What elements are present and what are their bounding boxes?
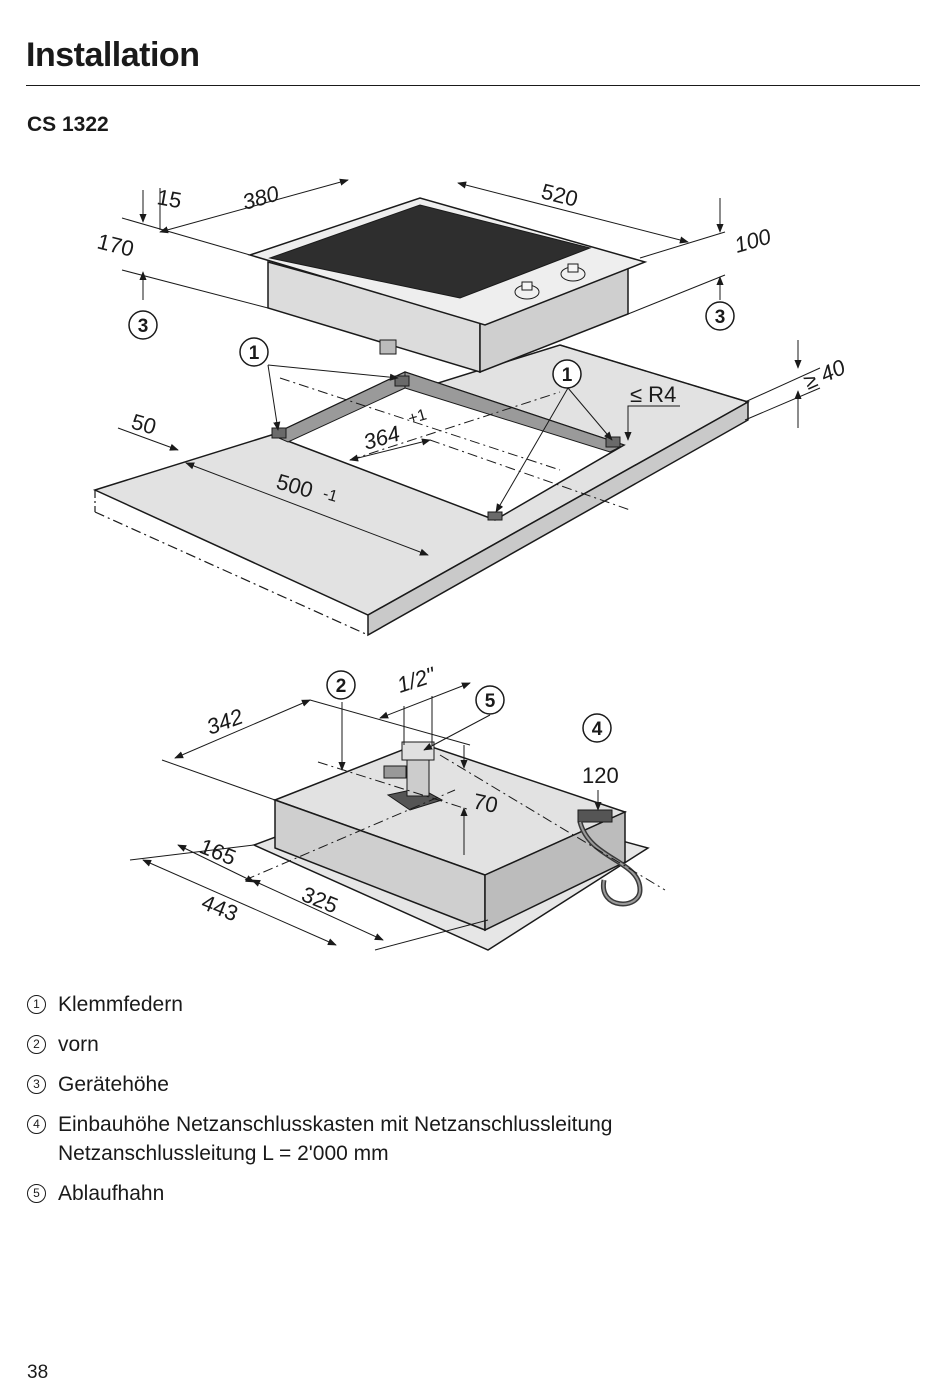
svg-text:5: 5: [485, 691, 496, 712]
dim-170: 170: [95, 229, 137, 262]
dim-443: 443: [198, 889, 241, 926]
svg-text:1: 1: [249, 343, 260, 364]
legend-text: Klemmfedern: [58, 993, 183, 1016]
legend-text: Ablaufhahn: [58, 1182, 165, 1205]
legend-number: 1: [27, 995, 46, 1014]
dim-120: 120: [582, 763, 619, 788]
dim-342: 342: [203, 704, 246, 740]
legend-text: Gerätehöhe: [58, 1073, 169, 1096]
control-knob-icon: [514, 281, 540, 300]
dim-380: 380: [239, 180, 282, 214]
junction-box-icon: [577, 809, 613, 823]
control-knob-icon: [560, 263, 586, 282]
dim-520: 520: [539, 179, 581, 212]
model-heading: CS 1322: [27, 113, 109, 136]
legend-text: Netzanschlussleitung L = 2'000 mm: [58, 1142, 389, 1165]
bottom-dimension-lines: [129, 682, 666, 951]
legend-text: Einbauhöhe Netzanschlusskasten mit Netza…: [58, 1113, 613, 1136]
callout-2: 2: [326, 670, 356, 700]
callout-3-right: 3: [705, 301, 735, 331]
dim-165: 165: [196, 833, 239, 870]
svg-text:3: 3: [715, 307, 726, 328]
callout-4: 4: [582, 713, 612, 743]
legend-number: 3: [27, 1075, 46, 1094]
svg-text:4: 4: [592, 719, 603, 740]
callout-5: 5: [475, 685, 505, 715]
legend-number: 2: [27, 1035, 46, 1054]
hob-appliance: [247, 197, 648, 374]
cutout-centerlines: [279, 377, 631, 511]
dim-500-tolerance: -1: [321, 486, 339, 506]
legend-number: 5: [27, 1184, 46, 1203]
dim-15: 15: [155, 184, 183, 213]
page-title: Installation: [26, 36, 200, 74]
dim-325: 325: [298, 881, 341, 918]
legend-item: 3 Gerätehöhe: [27, 1070, 907, 1099]
dim-min-40: ≥ 40: [800, 354, 850, 394]
svg-text:1: 1: [562, 365, 573, 386]
legend-item: 2 vorn: [27, 1030, 907, 1059]
callout-1-right: 1: [552, 359, 582, 389]
page-number: 38: [27, 1362, 49, 1383]
callout-1-left: 1: [239, 337, 269, 367]
legend-number: 4: [27, 1115, 46, 1134]
dim-70: 70: [471, 788, 500, 818]
legend: 1 Klemmfedern 2 vorn 3 Gerätehöhe 4 Einb…: [27, 990, 907, 1219]
legend-item: 1 Klemmfedern: [27, 990, 907, 1019]
power-cable-core: [579, 821, 642, 905]
dim-50: 50: [129, 409, 159, 440]
dim-radius: ≤ R4: [630, 382, 676, 407]
svg-text:2: 2: [336, 676, 347, 697]
svg-text:3: 3: [138, 316, 149, 337]
installation-diagram: 380 520 15 170 100 50 364 +1 500 -1 ≥ 40…: [92, 178, 850, 951]
dim-100: 100: [731, 223, 774, 257]
cutout-opening: [270, 371, 626, 521]
legend-item: 4 Einbauhöhe Netzanschlusskasten mit Net…: [27, 1110, 907, 1168]
top-dimension-lines: [117, 178, 821, 556]
legend-item: 5 Ablaufhahn: [27, 1179, 907, 1208]
legend-text: vorn: [58, 1033, 99, 1056]
dim-half-inch: 1/2": [394, 662, 439, 698]
callout-3-left: 3: [128, 310, 158, 340]
title-rule: [26, 85, 920, 86]
dim-364-tolerance: +1: [406, 406, 428, 427]
